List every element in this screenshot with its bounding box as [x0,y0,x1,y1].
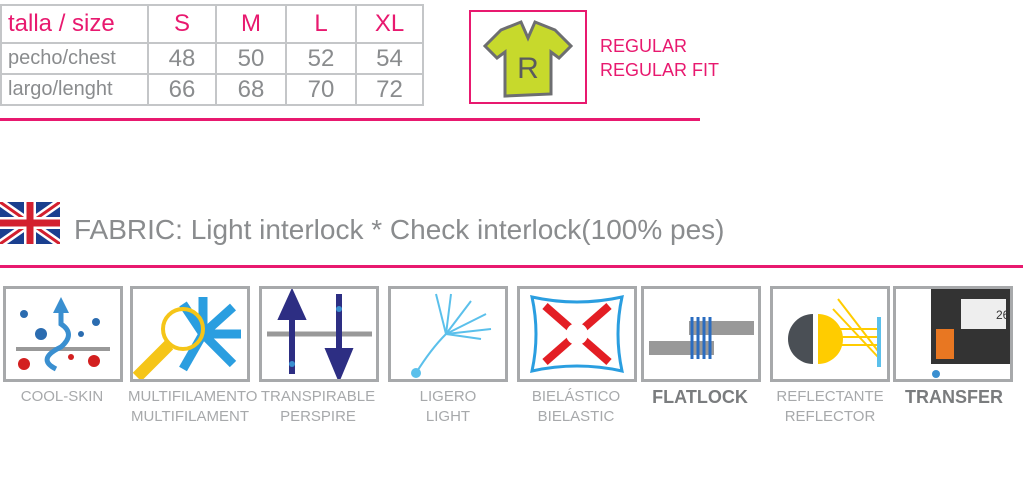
label-line1: FLATLOCK [652,387,748,407]
cell: 48 [147,42,217,75]
fit-line2: REGULAR FIT [600,60,720,80]
cell: 72 [355,73,424,106]
uk-flag-icon [0,202,60,244]
label-line1: BIELÁSTICO [531,388,621,405]
size-header-row: talla / size S M L XL [0,4,424,44]
perspire-icon [259,286,379,383]
flatlock-icon [641,286,761,382]
feature-label: FLATLOCK [638,387,762,407]
label-line2: MULTIFILAMENT [130,408,250,425]
feature-label: LIGERO LIGHT [386,387,510,427]
label-line2: BIELASTIC [537,408,615,425]
label-line1: LIGERO [419,388,477,405]
feature-label: TRANSFER [892,387,1016,407]
size-xl: XL [355,4,424,44]
cell: 70 [285,73,357,106]
fit-label: REGULAR REGULAR FIT [600,34,719,82]
size-l: L [285,4,357,44]
feature-label: MULTIFILAMENTO MULTIFILAMENT [128,387,258,427]
table-row: largo/lenght 66 68 70 72 [0,73,424,106]
transfer-icon: 26 [893,286,1013,382]
cool-skin-icon [3,286,123,382]
divider [0,118,700,121]
feature-label: REFLECTANTE REFLECTOR [768,387,892,427]
feature-label: BIELÁSTICO BIELASTIC [514,387,638,427]
label-line1: COOL-SKIN [20,388,104,405]
label-line2: REFLECTOR [784,408,876,425]
label-line2: LIGHT [425,408,471,425]
cell: 52 [285,42,357,75]
cell: 54 [355,42,424,75]
fit-box: R [469,10,587,104]
cell: 66 [147,73,217,106]
svg-text:26: 26 [996,308,1010,322]
row-label: largo/lenght [0,73,149,106]
cell: 68 [215,73,287,106]
header-label: talla / size [0,4,149,44]
bielastic-icon [517,286,637,382]
label-line1: REFLECTANTE [776,388,884,405]
label-line1: TRANSFER [905,387,1003,407]
fabric-text: FABRIC: Light interlock * Check interloc… [74,214,725,245]
divider [0,265,1023,268]
table-row: pecho/chest 48 50 52 54 [0,42,424,75]
multifilament-icon [130,286,250,382]
tshirt-icon: R [482,20,574,98]
label-line2: PERSPIRE [280,408,356,425]
label-line1: MULTIFILAMENTO [128,388,258,405]
row-label: pecho/chest [0,42,149,75]
feature-label: TRANSPIRABLE PERSPIRE [256,387,380,427]
size-table: talla / size S M L XL pecho/chest 48 50 … [0,4,424,106]
fit-line1: REGULAR [600,36,688,56]
light-icon [388,286,508,382]
svg-text:R: R [517,52,539,85]
cell: 50 [215,42,287,75]
size-s: S [147,4,217,44]
reflector-icon [770,286,890,382]
feature-label: COOL-SKIN [0,387,124,407]
label-line1: TRANSPIRABLE [260,388,376,405]
size-m: M [215,4,287,44]
